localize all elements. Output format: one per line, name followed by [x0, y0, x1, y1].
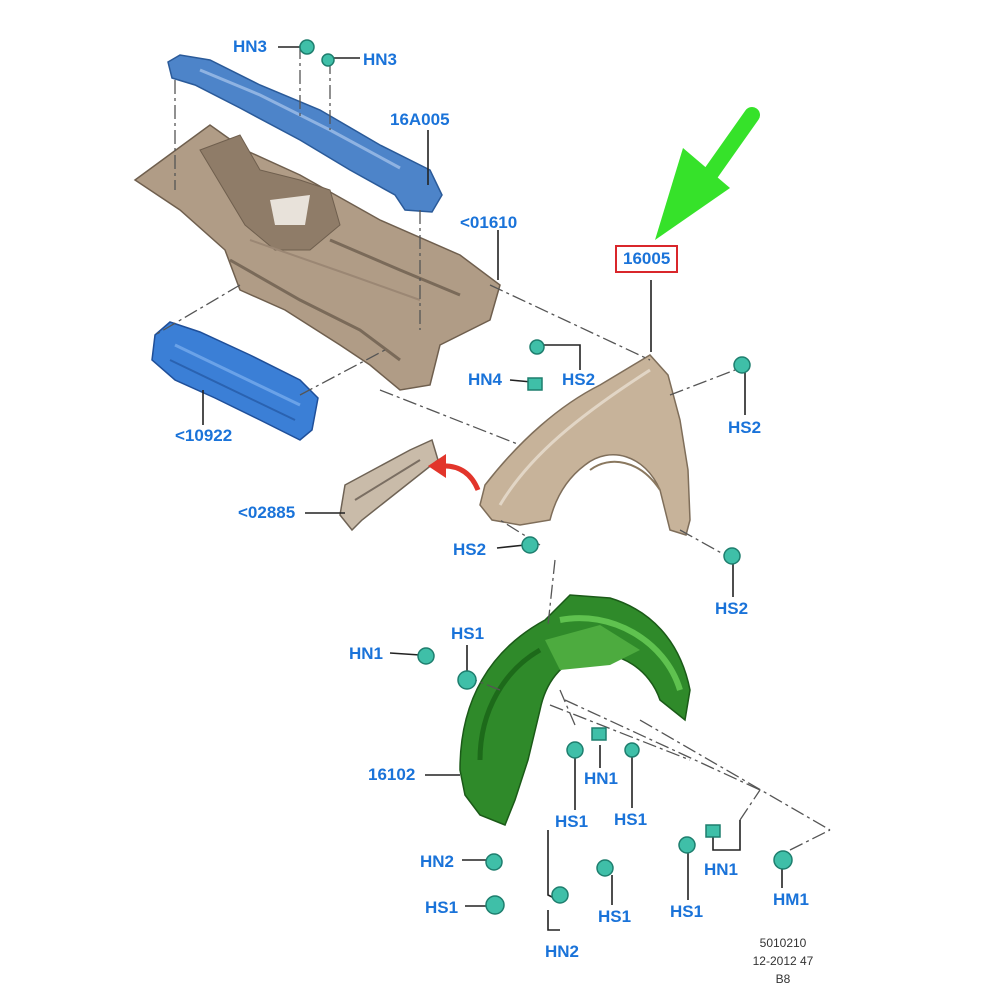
label-hs2-bottom: HS2	[453, 540, 487, 559]
label-hn1-left: HN1	[349, 644, 384, 663]
front-fender-part	[479, 354, 691, 536]
bracket-10922-part	[151, 321, 319, 441]
dash-panel-part	[133, 124, 501, 391]
label-01610: <01610	[460, 213, 518, 232]
label-hs1-right: HS1	[670, 902, 704, 921]
label-hn2-bottom: HN2	[545, 942, 580, 961]
label-16a005: 16A005	[390, 110, 450, 129]
label-hs1-top: HS1	[451, 624, 485, 643]
label-hs1-lower-middle: HS1	[598, 907, 632, 926]
fastener-clips	[299, 39, 793, 915]
label-hs1-middle-right: HS1	[614, 810, 648, 829]
label-hs1-middle-left: HS1	[555, 812, 589, 831]
label-hs2-lower-right: HS2	[715, 599, 749, 618]
label-02885: <02885	[238, 503, 296, 522]
label-hm1: HM1	[773, 890, 809, 909]
label-hs1-lower-left: HS1	[425, 898, 459, 917]
bracket-02885-part	[339, 438, 439, 532]
cowl-bar-part	[167, 54, 443, 213]
label-hn3-left: HN3	[233, 37, 268, 56]
label-10922: <10922	[175, 426, 233, 445]
label-hn4: HN4	[468, 370, 503, 389]
footnote-line-1: 5010210	[759, 936, 807, 950]
assembly-lines	[154, 45, 831, 851]
label-16005-highlighted: 16005	[615, 245, 679, 273]
red-arrow-head	[428, 454, 446, 478]
wheel-arch-liner-part	[459, 594, 691, 826]
label-hn1-middle: HN1	[584, 769, 619, 788]
label-16102: 16102	[368, 765, 416, 784]
label-hn1-right: HN1	[704, 860, 739, 879]
footnote-line-2: 12-2012 47	[752, 954, 814, 968]
footnote-line-3: B8	[775, 972, 791, 986]
green-arrow-icon	[655, 107, 760, 240]
label-hn2-left: HN2	[420, 852, 455, 871]
label-hn3-right: HN3	[363, 50, 398, 69]
label-hs2-top: HS2	[562, 370, 596, 389]
label-hs2-right: HS2	[728, 418, 762, 437]
